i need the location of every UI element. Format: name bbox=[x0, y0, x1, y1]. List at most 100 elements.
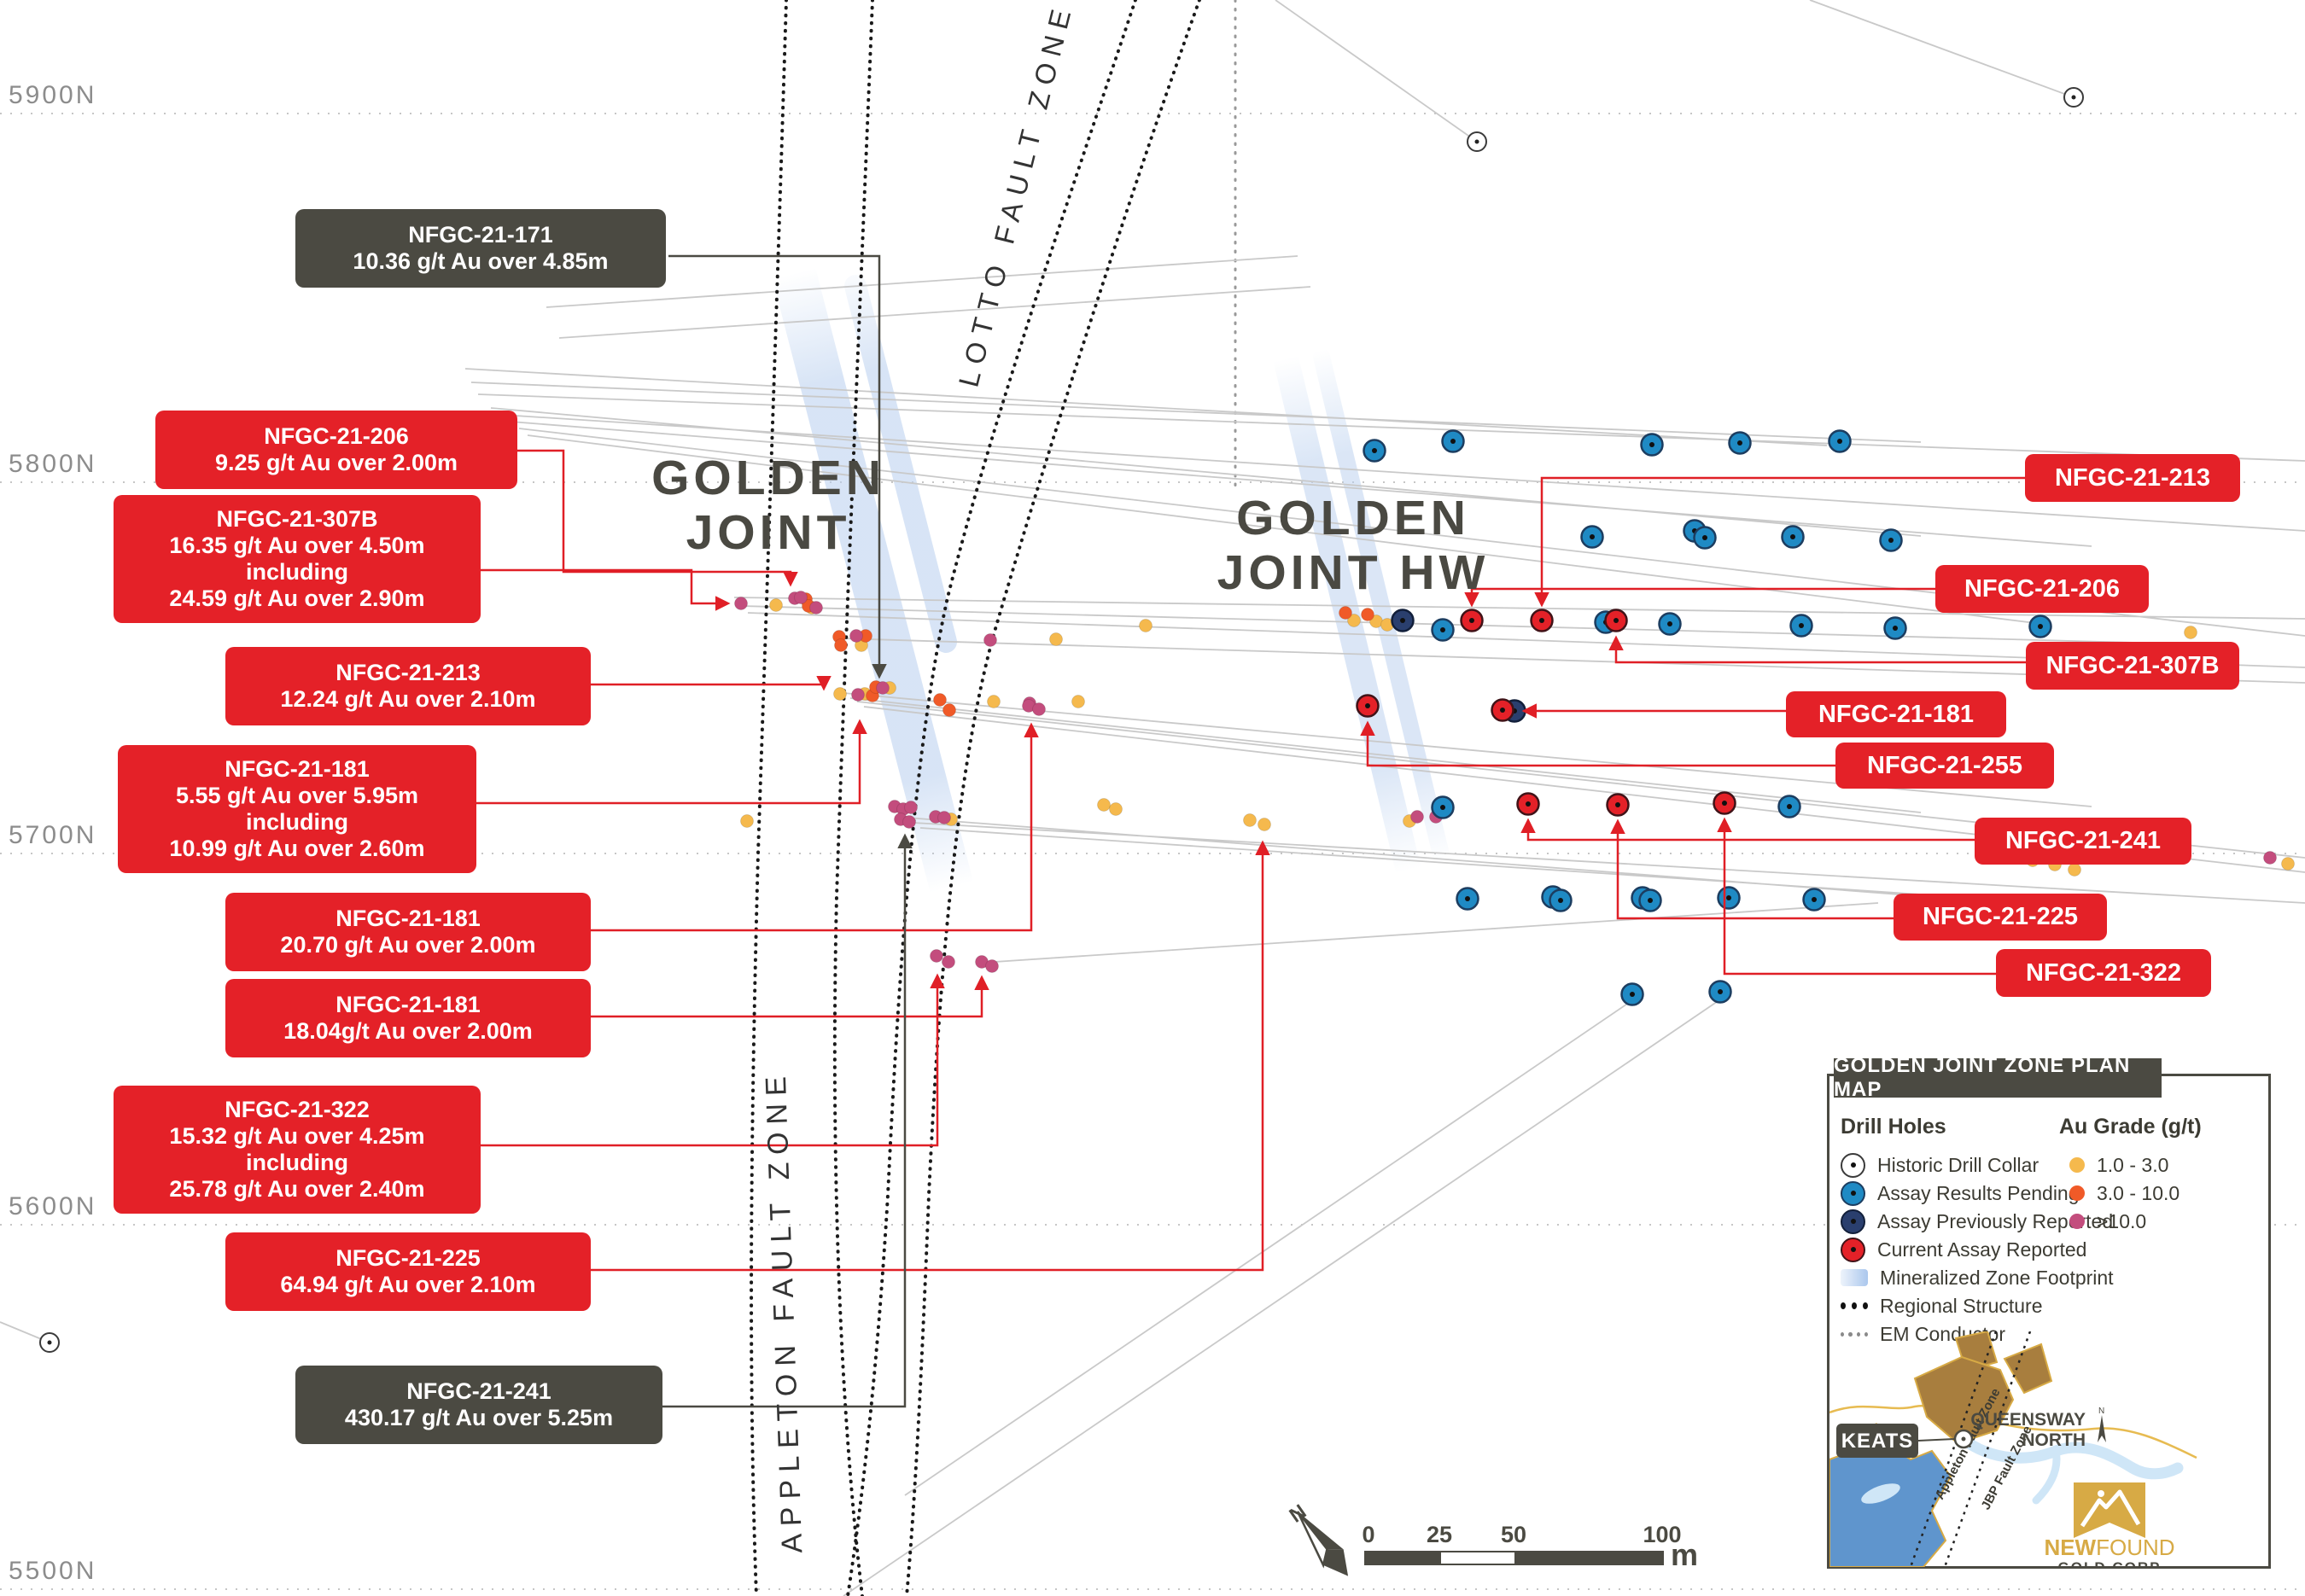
grid-label: 5700N bbox=[9, 821, 97, 849]
collar-center-dot bbox=[1893, 626, 1898, 631]
drillhole-label: NFGC-21-255 bbox=[1835, 743, 2054, 789]
grid-label: 5800N bbox=[9, 450, 97, 478]
grade-dot-orange bbox=[1361, 608, 1374, 621]
legend-item: Regional Structure bbox=[1841, 1293, 2043, 1319]
scale-bar-segments bbox=[1364, 1551, 1664, 1565]
inset-claims-tan-3 bbox=[2003, 1343, 2053, 1395]
collar-center-dot bbox=[1702, 535, 1707, 540]
inset-north-icon: N bbox=[2098, 1407, 2106, 1442]
drillhole-label: NFGC-21-307B bbox=[2026, 642, 2239, 690]
au-grade-icon bbox=[2069, 1185, 2085, 1201]
drillhole-label: NFGC-21-181 bbox=[1786, 691, 2006, 737]
grade-dot-orange bbox=[942, 703, 956, 717]
legend-item: Mineralized Zone Footprint bbox=[1841, 1265, 2114, 1290]
collar-center-dot bbox=[1837, 439, 1842, 444]
legend-item: Current Assay Reported bbox=[1841, 1237, 2086, 1262]
legend-item-label: Historic Drill Collar bbox=[1877, 1153, 2039, 1176]
grade-dot-yellow bbox=[987, 695, 1001, 708]
collar-center-dot bbox=[1667, 621, 1672, 626]
collar-center-dot bbox=[1790, 534, 1795, 539]
regional-icon bbox=[1841, 1302, 1868, 1309]
grade-dot-yellow bbox=[1258, 818, 1271, 831]
assay-interval: including bbox=[246, 559, 348, 585]
collar-center-dot bbox=[1365, 703, 1370, 708]
hole-id: NFGC-21-241 bbox=[406, 1378, 551, 1404]
lotto-fault-east bbox=[905, 0, 1201, 1596]
grade-dot-pink bbox=[904, 801, 918, 814]
collar-center-dot bbox=[1469, 618, 1474, 623]
collar-center-dot bbox=[1539, 618, 1544, 623]
grade-dot-pink bbox=[902, 815, 916, 829]
legend-title: GOLDEN JOINT ZONE PLAN MAP bbox=[1834, 1054, 2162, 1101]
blue-icon bbox=[1841, 1180, 1865, 1206]
assay-interval: 25.78 g/t Au over 2.40m bbox=[169, 1176, 425, 1202]
mineralized-icon bbox=[1841, 1269, 1868, 1286]
mineralized-zone-footprint bbox=[772, 251, 1453, 910]
hole-id: NFGC-21-307B bbox=[216, 506, 378, 532]
historic-collar-dot bbox=[2071, 95, 2076, 100]
leader-lines-olive bbox=[662, 254, 913, 1408]
collar-center-dot bbox=[1400, 618, 1405, 623]
collar-center-dot bbox=[1737, 440, 1742, 446]
historic-collar-dot bbox=[47, 1340, 52, 1345]
legend-header: Au Grade (g/t) bbox=[2059, 1115, 2202, 1139]
legend-header: Drill Holes bbox=[1841, 1115, 1946, 1139]
grade-dot-yellow bbox=[769, 598, 783, 612]
collar-center-dot bbox=[1590, 534, 1595, 539]
hole-id: NFGC-21-181 bbox=[336, 992, 481, 1017]
grade-dot-yellow bbox=[2068, 863, 2081, 877]
au-grade-label: >10.0 bbox=[2097, 1209, 2147, 1232]
red-icon bbox=[1841, 1237, 1865, 1262]
historic-collar-dot bbox=[1474, 139, 1479, 144]
inset-river bbox=[1952, 1428, 2184, 1480]
navy-icon bbox=[1841, 1209, 1865, 1234]
legend-item-label: Current Assay Reported bbox=[1877, 1238, 2087, 1261]
collar-center-dot bbox=[2038, 624, 2043, 629]
collar-center-dot bbox=[1718, 989, 1723, 994]
assay-interval: 15.32 g/t Au over 4.25m bbox=[169, 1123, 425, 1149]
grade-dot-pink bbox=[937, 811, 951, 824]
collar-center-dot bbox=[1726, 895, 1731, 900]
grid-label: 5600N bbox=[9, 1192, 97, 1220]
legend-au-item: 1.0 - 3.0 bbox=[2069, 1152, 2168, 1178]
au-grade-label: 1.0 - 3.0 bbox=[2097, 1153, 2169, 1176]
drill-collars bbox=[39, 87, 2295, 1353]
assay-interval: 18.04g/t Au over 2.00m bbox=[283, 1018, 533, 1044]
collar-center-dot bbox=[1648, 898, 1653, 903]
grade-dot-orange bbox=[1339, 606, 1352, 620]
assay-interval: including bbox=[246, 809, 348, 835]
au-grade-label: 3.0 - 10.0 bbox=[2097, 1181, 2180, 1204]
historic-icon bbox=[1841, 1152, 1865, 1178]
assay-interval: 430.17 g/t Au over 5.25m bbox=[344, 1405, 614, 1430]
legend-item-label: Assay Results Pending bbox=[1877, 1181, 2080, 1204]
legend-au-item: 3.0 - 10.0 bbox=[2069, 1180, 2180, 1206]
grade-dot-pink bbox=[2263, 851, 2277, 865]
inset-claims-tan-2 bbox=[1913, 1355, 2015, 1445]
legend-item-label: Mineralized Zone Footprint bbox=[1880, 1266, 2114, 1289]
grade-dot-pink bbox=[985, 959, 999, 973]
collar-center-dot bbox=[1500, 708, 1505, 713]
collar-center-dot bbox=[1799, 623, 1804, 628]
drillhole-label: NFGC-21-206 bbox=[1935, 565, 2149, 613]
assay-interval: 24.59 g/t Au over 2.90m bbox=[169, 585, 425, 611]
collar-center-dot bbox=[1630, 992, 1635, 997]
grade-dot-yellow bbox=[1109, 802, 1123, 816]
grade-dot-pink bbox=[734, 597, 748, 610]
collar-center-dot bbox=[1722, 801, 1727, 806]
grade-dot-yellow bbox=[1049, 632, 1063, 646]
collar-center-dot bbox=[1615, 802, 1620, 807]
collar-center-dot bbox=[1440, 805, 1445, 810]
appleton-fault-west bbox=[750, 0, 788, 1596]
grade-dot-pink bbox=[1410, 810, 1424, 824]
collar-center-dot bbox=[1649, 442, 1654, 447]
svg-text:NORTH: NORTH bbox=[2022, 1430, 2086, 1450]
svg-text:N: N bbox=[2098, 1407, 2104, 1416]
